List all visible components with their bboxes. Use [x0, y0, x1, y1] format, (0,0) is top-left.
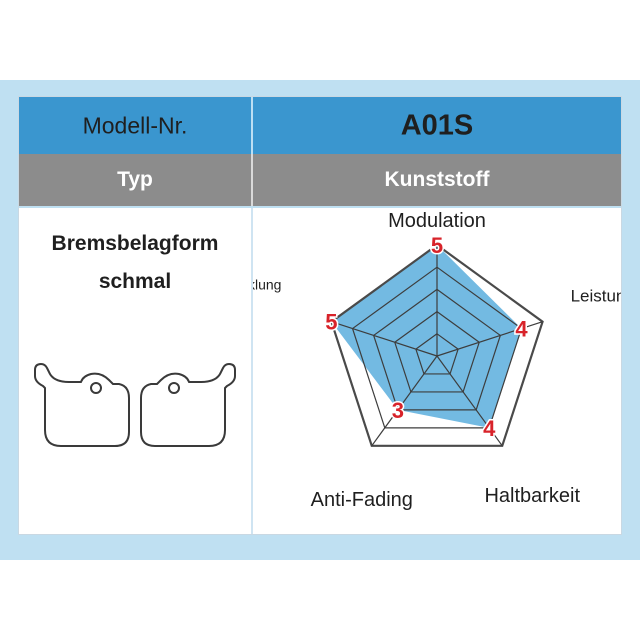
radar-grid-ring-5: [330, 243, 544, 447]
radar-axis-label-1: Leistung: [571, 287, 621, 306]
radar-value-4: 5: [325, 310, 337, 335]
type-right-cell: Kunststoff: [253, 154, 621, 206]
type-label: Typ: [117, 168, 153, 191]
radar-grid-ring-1: [415, 333, 459, 375]
radar-value-3: 3: [392, 398, 404, 423]
brake-pad-right: [140, 363, 236, 447]
header-divider: [251, 97, 253, 154]
model-number-value: A01S: [400, 109, 474, 141]
radar-spoke-1: [436, 321, 543, 357]
header-row: Modell-Nr. A01S: [19, 97, 621, 154]
header-left-cell: Modell-Nr.: [19, 97, 251, 154]
radar-axis-label-4: Geräuschentwicklung: [253, 277, 281, 293]
radar-grid-ring-3: [372, 288, 502, 411]
shape-cell: Bremsbelagform schmal: [19, 208, 251, 534]
radar-axis-label-2: Haltbarkeit: [484, 485, 580, 507]
body-row: Bremsbelagform schmal ModulationLeistung…: [19, 208, 621, 534]
type-value: Kunststoff: [384, 168, 490, 191]
model-number-label: Modell-Nr.: [82, 112, 188, 138]
radar-grid-ring-4: [351, 266, 523, 429]
radar-value-1: 4: [515, 317, 528, 342]
radar-cell: ModulationLeistungHaltbarkeit Anti-Fading…: [253, 208, 621, 534]
type-row: Typ Kunststoff: [19, 154, 621, 208]
radar-chart: ModulationLeistungHaltbarkeit Anti-Fading…: [253, 210, 621, 511]
radar-grid-ring-2: [394, 310, 480, 393]
pad-shape-value: schmal: [98, 270, 172, 293]
radar-spoke-3: [371, 355, 438, 447]
light-blue-band: Modell-Nr. A01S Typ Kunststoff Bremsbela…: [0, 80, 640, 560]
type-left-cell: Typ: [19, 154, 251, 206]
radar-axis-label-3: Anti-Fading: [311, 489, 413, 511]
body-divider: [251, 208, 253, 534]
radar-spoke-4: [331, 321, 438, 357]
brake-pad-left: [34, 363, 130, 447]
radar-data-polygon: [331, 245, 522, 428]
brake-pad-illustration: [34, 363, 236, 447]
type-divider: [251, 154, 253, 206]
pad-shape-title: Bremsbelagform: [51, 232, 219, 255]
brake-pad-hole-right: [168, 382, 180, 394]
radar-spoke-2: [436, 355, 503, 447]
radar-value-0: 5: [431, 233, 443, 258]
spec-card: Modell-Nr. A01S Typ Kunststoff Bremsbela…: [18, 96, 622, 535]
radar-axis-label-0: Modulation: [388, 210, 486, 232]
radar-value-2: 4: [483, 416, 496, 441]
header-right-cell: A01S: [253, 97, 621, 154]
brake-pad-hole-left: [90, 382, 102, 394]
